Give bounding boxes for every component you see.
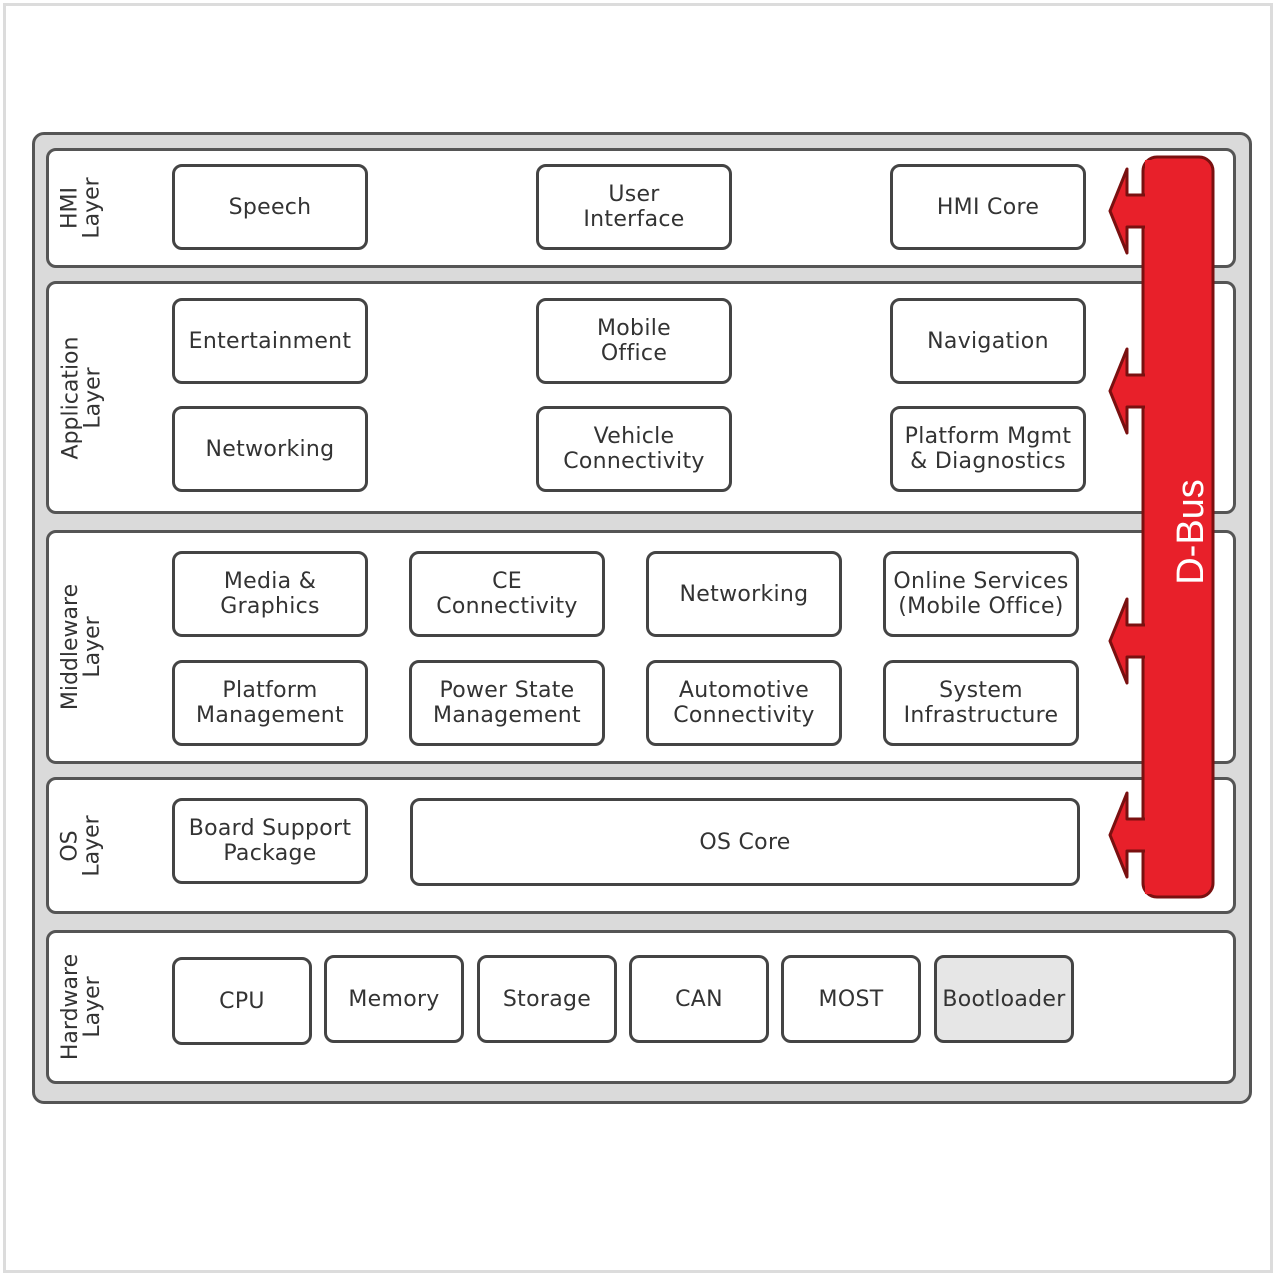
cpu-box: CPU <box>172 957 312 1045</box>
platform-mgmt-diagnostics-box: Platform Mgmt & Diagnostics <box>890 406 1086 492</box>
media-graphics-box: Media & Graphics <box>172 551 368 637</box>
d-bus-arrow-hmi <box>1108 167 1149 255</box>
power-state-management-box: Power State Management <box>409 660 605 746</box>
app-networking-box: Networking <box>172 406 368 492</box>
d-bus-label: D-Bus <box>1170 479 1212 585</box>
speech-box: Speech <box>172 164 368 250</box>
ce-connectivity-box: CE Connectivity <box>409 551 605 637</box>
system-infrastructure-box: System Infrastructure <box>883 660 1079 746</box>
board-support-package-box: Board Support Package <box>172 798 368 884</box>
entertainment-box: Entertainment <box>172 298 368 384</box>
memory-box: Memory <box>324 955 464 1043</box>
hmi-core-box: HMI Core <box>890 164 1086 250</box>
d-bus-bar-seam <box>1145 160 1157 894</box>
user-interface-box: User Interface <box>536 164 732 250</box>
image-frame <box>3 3 1273 1273</box>
mobile-office-box: Mobile Office <box>536 298 732 384</box>
storage-box: Storage <box>477 955 617 1043</box>
d-bus-arrow-os <box>1108 791 1149 879</box>
os-core-box: OS Core <box>410 798 1080 886</box>
d-bus-arrow-application <box>1108 347 1149 435</box>
d-bus-bar <box>1141 155 1215 899</box>
can-box: CAN <box>629 955 769 1043</box>
platform-management-box: Platform Management <box>172 660 368 746</box>
navigation-box: Navigation <box>890 298 1086 384</box>
most-box: MOST <box>781 955 921 1043</box>
bootloader-box: Bootloader <box>934 955 1074 1043</box>
d-bus-arrow-middleware <box>1108 597 1149 685</box>
automotive-connectivity-box: Automotive Connectivity <box>646 660 842 746</box>
middleware-networking-box: Networking <box>646 551 842 637</box>
vehicle-connectivity-box: Vehicle Connectivity <box>536 406 732 492</box>
online-services-box: Online Services (Mobile Office) <box>883 551 1079 637</box>
